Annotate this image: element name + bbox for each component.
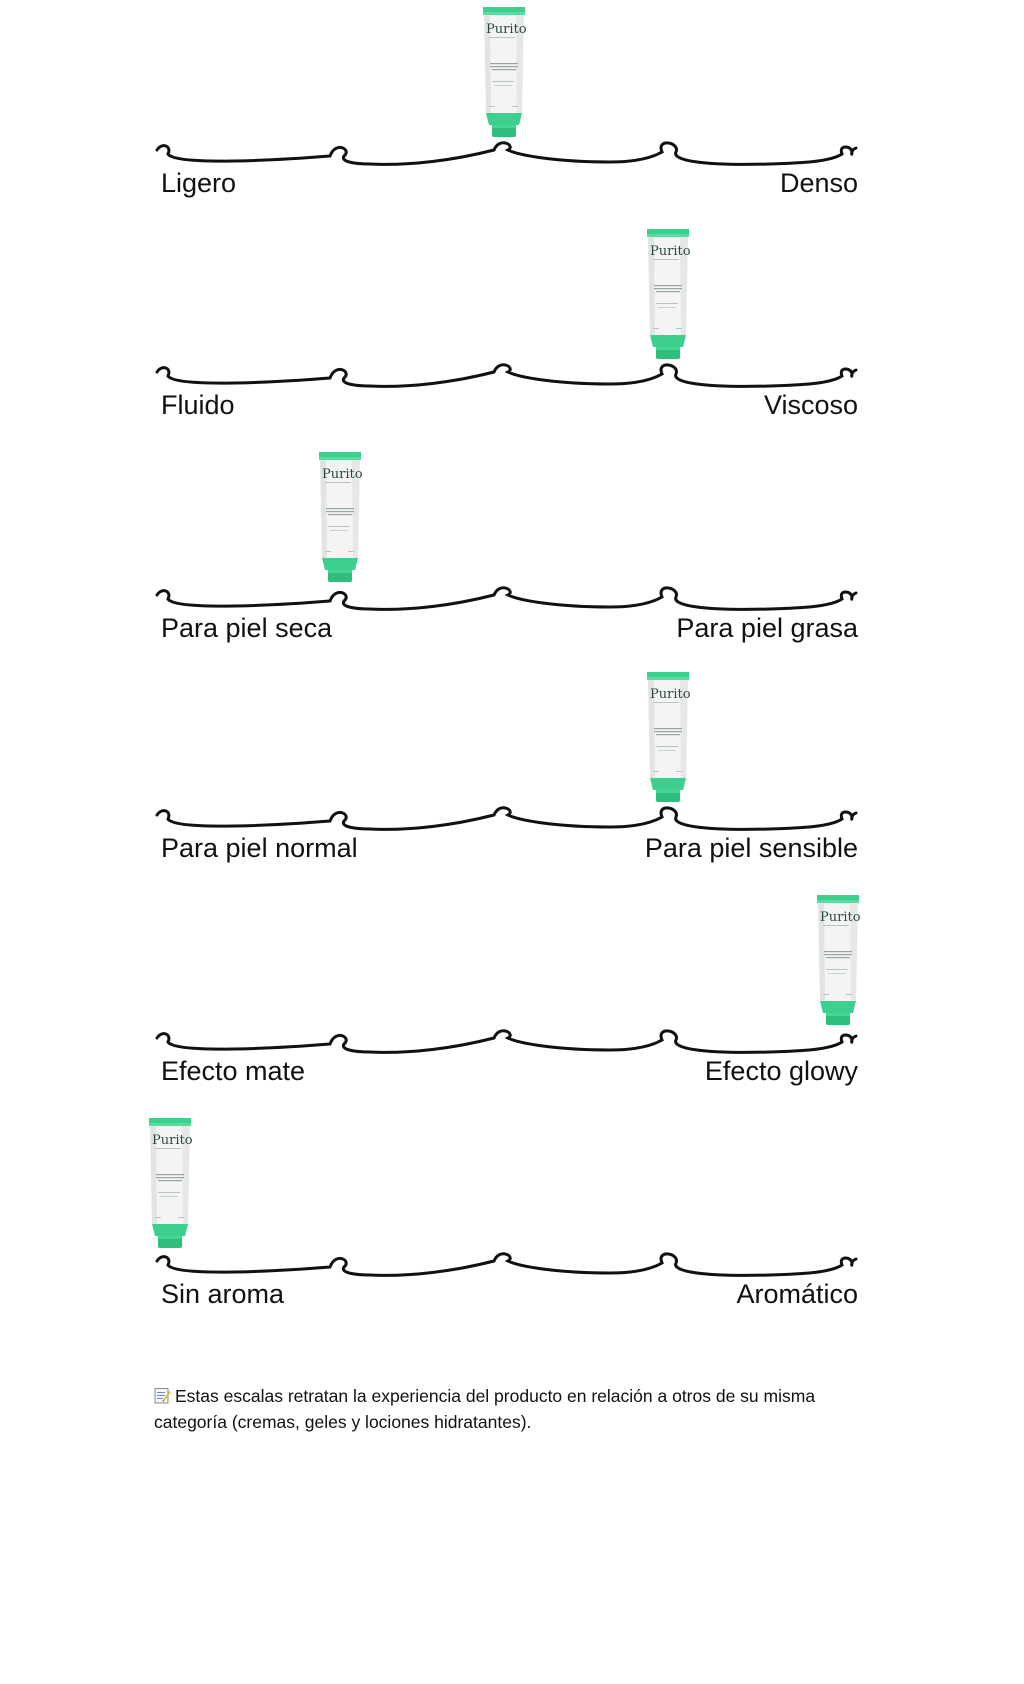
scale-rope xyxy=(155,586,858,611)
scale-right-label: Viscoso xyxy=(763,390,858,420)
scale-line xyxy=(155,586,858,611)
scale-line xyxy=(155,1029,858,1054)
scale-rope xyxy=(155,1252,858,1277)
note-text: Estas escalas retratan la experiencia de… xyxy=(154,1386,816,1432)
cream-tube-icon xyxy=(646,672,690,806)
cream-tube-icon xyxy=(816,895,860,1029)
scale-rope xyxy=(155,363,858,388)
cream-tube-icon xyxy=(646,229,690,363)
scale-texture: Ligero Denso xyxy=(0,0,1024,220)
scale-line xyxy=(155,141,858,166)
scale-left-label: Ligero xyxy=(161,168,237,198)
scale-right-label: Efecto glowy xyxy=(704,1056,858,1086)
scales-note: Estas escalas retratan la experiencia de… xyxy=(154,1383,874,1435)
scale-line xyxy=(155,1252,858,1277)
memo-icon xyxy=(154,1387,171,1404)
scale-left-label: Para piel normal xyxy=(161,833,358,863)
scale-right-label: Para piel sensible xyxy=(644,833,858,863)
scale-right-label: Denso xyxy=(779,168,858,198)
scale-right-label: Para piel grasa xyxy=(676,613,858,643)
scale-line xyxy=(155,363,858,388)
scale-left-label: Sin aroma xyxy=(161,1279,285,1309)
scale-left-label: Para piel seca xyxy=(161,613,333,643)
scale-scent: Sin aroma Aromático xyxy=(0,1111,1024,1331)
scale-line xyxy=(155,806,858,831)
scale-left-label: Fluido xyxy=(161,390,235,420)
scale-skin-dry: Para piel seca Para piel grasa xyxy=(0,445,1024,665)
scale-fluidity: Fluido Viscoso xyxy=(0,222,1024,442)
scale-left-label: Efecto mate xyxy=(161,1056,306,1086)
scale-skin-sens: Para piel normal Para piel sensible xyxy=(0,665,1024,885)
scale-rope xyxy=(155,806,858,831)
scale-finish: Efecto mate Efecto glowy xyxy=(0,888,1024,1108)
scale-rope xyxy=(155,141,858,166)
scale-rope xyxy=(155,1029,858,1054)
scale-right-label: Aromático xyxy=(736,1279,858,1309)
cream-tube-icon xyxy=(318,452,362,586)
cream-tube-icon xyxy=(482,7,526,141)
cream-tube-icon xyxy=(148,1118,192,1252)
